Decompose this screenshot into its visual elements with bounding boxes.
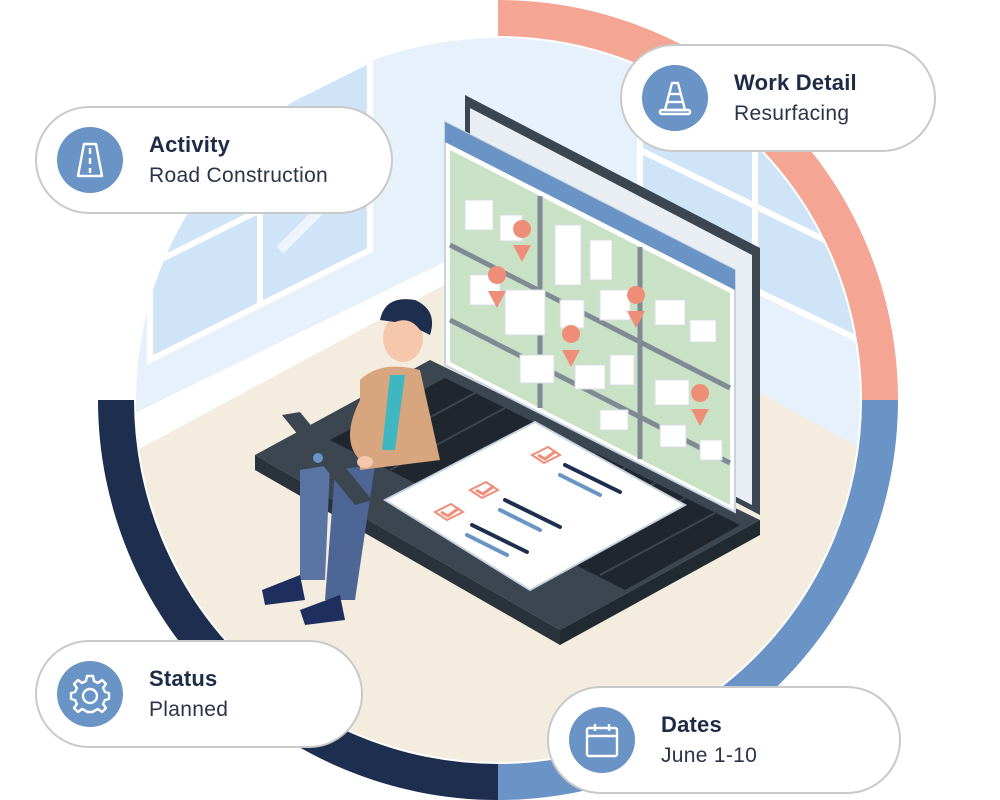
work-detail-label: Work Detail: [734, 70, 857, 95]
status-card: Status Planned: [35, 640, 363, 748]
calendar-icon: [569, 707, 635, 773]
map-pin-icon: [691, 384, 710, 426]
map-pin-icon: [562, 325, 581, 367]
gear-icon: [57, 661, 123, 727]
dates-value: June 1-10: [661, 744, 758, 767]
status-value: Planned: [149, 698, 229, 721]
map-pin-icon: [627, 286, 646, 328]
map-pins: [488, 220, 710, 426]
dates-card: Dates June 1-10: [547, 686, 901, 794]
activity-label: Activity: [149, 132, 231, 157]
small-laptop: [282, 412, 372, 505]
checklist-document: [382, 420, 688, 592]
work-detail-value: Resurfacing: [734, 102, 850, 125]
activity-card: Activity Road Construction: [35, 106, 393, 214]
activity-value: Road Construction: [149, 164, 329, 187]
map-pin-icon: [513, 220, 532, 262]
road-icon: [57, 127, 123, 193]
person-with-laptop: [262, 299, 440, 625]
map-window: [444, 120, 736, 514]
map-pin-icon: [488, 266, 507, 308]
laptop-logo-icon: [313, 453, 323, 463]
status-label: Status: [149, 666, 218, 691]
work-detail-card: Work Detail Resurfacing: [620, 44, 936, 152]
traffic-cone-icon: [642, 65, 708, 131]
dates-label: Dates: [661, 712, 722, 737]
